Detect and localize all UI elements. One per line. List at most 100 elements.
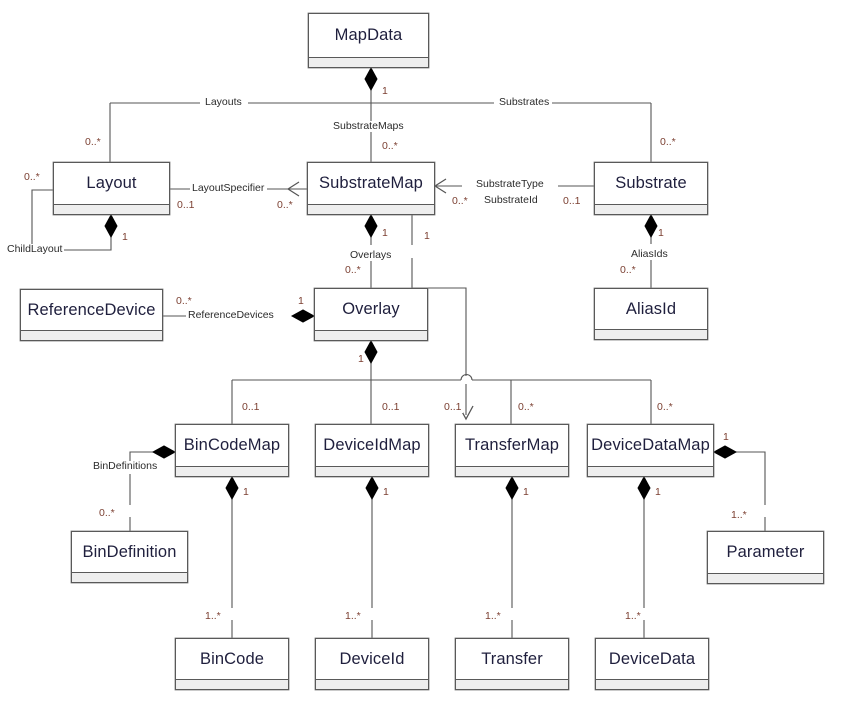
- association-label-bindefinitions: BinDefinitions: [91, 460, 160, 472]
- multiplicity-label: 0..*: [23, 171, 41, 183]
- class-box-devicedata[interactable]: DeviceData: [595, 638, 709, 690]
- class-name: Parameter: [726, 543, 805, 561]
- class-attributes-compartment: [316, 466, 428, 476]
- composition-diamond: [290, 309, 316, 323]
- class-attributes-compartment: [315, 330, 427, 340]
- open-arrow-head: [286, 181, 300, 197]
- multiplicity-label: 0..*: [98, 507, 116, 519]
- association-label-substrates: Substrates: [497, 96, 552, 108]
- class-name: TransferMap: [464, 436, 560, 454]
- class-box-parameter[interactable]: Parameter: [707, 531, 824, 584]
- class-name: DeviceData: [608, 649, 696, 668]
- class-box-deviceidmap[interactable]: DeviceIdMap: [315, 424, 429, 477]
- class-name: Overlay: [342, 300, 400, 318]
- association-label-substratemaps: SubstrateMaps: [331, 120, 406, 132]
- multiplicity-label: 0..1: [443, 401, 463, 413]
- association-label-aliasids: AliasIds: [629, 248, 670, 260]
- multiplicity-label: 0..*: [619, 264, 637, 276]
- class-box-bindefinition[interactable]: BinDefinition: [71, 531, 188, 583]
- class-name: Substrate: [615, 174, 687, 192]
- multiplicity-label: 1..*: [344, 610, 362, 622]
- class-attributes-compartment: [456, 466, 568, 476]
- multiplicity-label: 1: [242, 486, 250, 498]
- multiplicity-label: 1..*: [484, 610, 502, 622]
- association-label-referencedevices: ReferenceDevices: [186, 309, 276, 321]
- class-name: AliasId: [625, 299, 677, 318]
- multiplicity-label: 1: [357, 353, 365, 365]
- class-attributes-compartment: [21, 330, 162, 340]
- multiplicity-label: 0..1: [381, 401, 401, 413]
- multiplicity-label: 1: [382, 486, 390, 498]
- class-attributes-compartment: [72, 572, 187, 582]
- class-box-devicedatamap[interactable]: DeviceDataMap: [587, 424, 714, 477]
- open-arrow-head: [433, 178, 447, 194]
- class-name: BinCode: [200, 649, 264, 668]
- class-name: ReferenceDevice: [27, 300, 156, 319]
- multiplicity-label: 1: [654, 486, 662, 498]
- association-label-childlayout: ChildLayout: [5, 243, 65, 255]
- composition-diamond: [151, 445, 177, 459]
- class-name: BinCodeMap: [183, 436, 281, 454]
- class-box-overlay[interactable]: Overlay: [314, 288, 428, 341]
- class-box-deviceid[interactable]: DeviceId: [315, 638, 429, 690]
- composition-diamond: [365, 475, 379, 501]
- class-box-substrate[interactable]: Substrate: [594, 162, 708, 215]
- composition-diamond: [364, 66, 378, 92]
- class-box-layout[interactable]: Layout: [53, 162, 170, 215]
- composition-diamond: [104, 213, 118, 239]
- class-attributes-compartment: [595, 204, 707, 214]
- class-attributes-compartment: [54, 204, 169, 214]
- class-box-transfer[interactable]: Transfer: [455, 638, 569, 690]
- class-attributes-compartment: [176, 466, 288, 476]
- association-label-substrateid: SubstrateId: [482, 194, 540, 206]
- multiplicity-label: 0..*: [656, 401, 674, 413]
- class-box-bincodemap[interactable]: BinCodeMap: [175, 424, 289, 477]
- class-box-mapdata[interactable]: MapData: [308, 13, 429, 68]
- class-name: DeviceDataMap: [591, 436, 710, 454]
- class-name: DeviceId: [339, 649, 405, 668]
- multiplicity-label: 0..1: [562, 195, 582, 207]
- class-box-substratemap[interactable]: SubstrateMap: [307, 162, 435, 215]
- class-box-aliasid[interactable]: AliasId: [594, 288, 708, 340]
- composition-diamond: [644, 213, 658, 239]
- composition-diamond: [364, 339, 378, 365]
- multiplicity-label: 1: [121, 231, 129, 243]
- association-label-substratetype: SubstrateType: [474, 178, 546, 190]
- class-name: MapData: [334, 26, 403, 44]
- multiplicity-label: 1..*: [730, 509, 748, 521]
- class-attributes-compartment: [308, 204, 434, 214]
- class-attributes-compartment: [316, 679, 428, 689]
- class-box-referencedevice[interactable]: ReferenceDevice: [20, 289, 163, 341]
- multiplicity-label: 1: [722, 431, 730, 443]
- multiplicity-label: 0..1: [241, 401, 261, 413]
- multiplicity-label: 0..*: [451, 195, 469, 207]
- class-name: Transfer: [481, 649, 543, 668]
- multiplicity-label: 0..1: [176, 199, 196, 211]
- class-name: DeviceIdMap: [323, 436, 421, 454]
- multiplicity-label: 1: [423, 230, 431, 242]
- class-attributes-compartment: [595, 329, 707, 339]
- association-label-layouts: Layouts: [203, 96, 244, 108]
- class-attributes-compartment: [309, 57, 428, 67]
- multiplicity-label: 1: [657, 227, 665, 239]
- multiplicity-label: 0..*: [84, 136, 102, 148]
- class-attributes-compartment: [588, 466, 713, 476]
- class-box-bincode[interactable]: BinCode: [175, 638, 289, 690]
- composition-diamond: [225, 475, 239, 501]
- class-name: SubstrateMap: [319, 174, 423, 192]
- multiplicity-label: 1..*: [624, 610, 642, 622]
- multiplicity-label: 1: [522, 486, 530, 498]
- class-box-transfermap[interactable]: TransferMap: [455, 424, 569, 477]
- class-attributes-compartment: [176, 679, 288, 689]
- class-attributes-compartment: [596, 679, 708, 689]
- composition-diamond: [505, 475, 519, 501]
- multiplicity-label: 1: [381, 85, 389, 97]
- multiplicity-label: 0..*: [344, 264, 362, 276]
- multiplicity-label: 1..*: [204, 610, 222, 622]
- class-name: Layout: [86, 174, 137, 192]
- multiplicity-label: 0..*: [517, 401, 535, 413]
- edge-overlay-maps: [231, 341, 652, 424]
- class-name: BinDefinition: [82, 542, 177, 561]
